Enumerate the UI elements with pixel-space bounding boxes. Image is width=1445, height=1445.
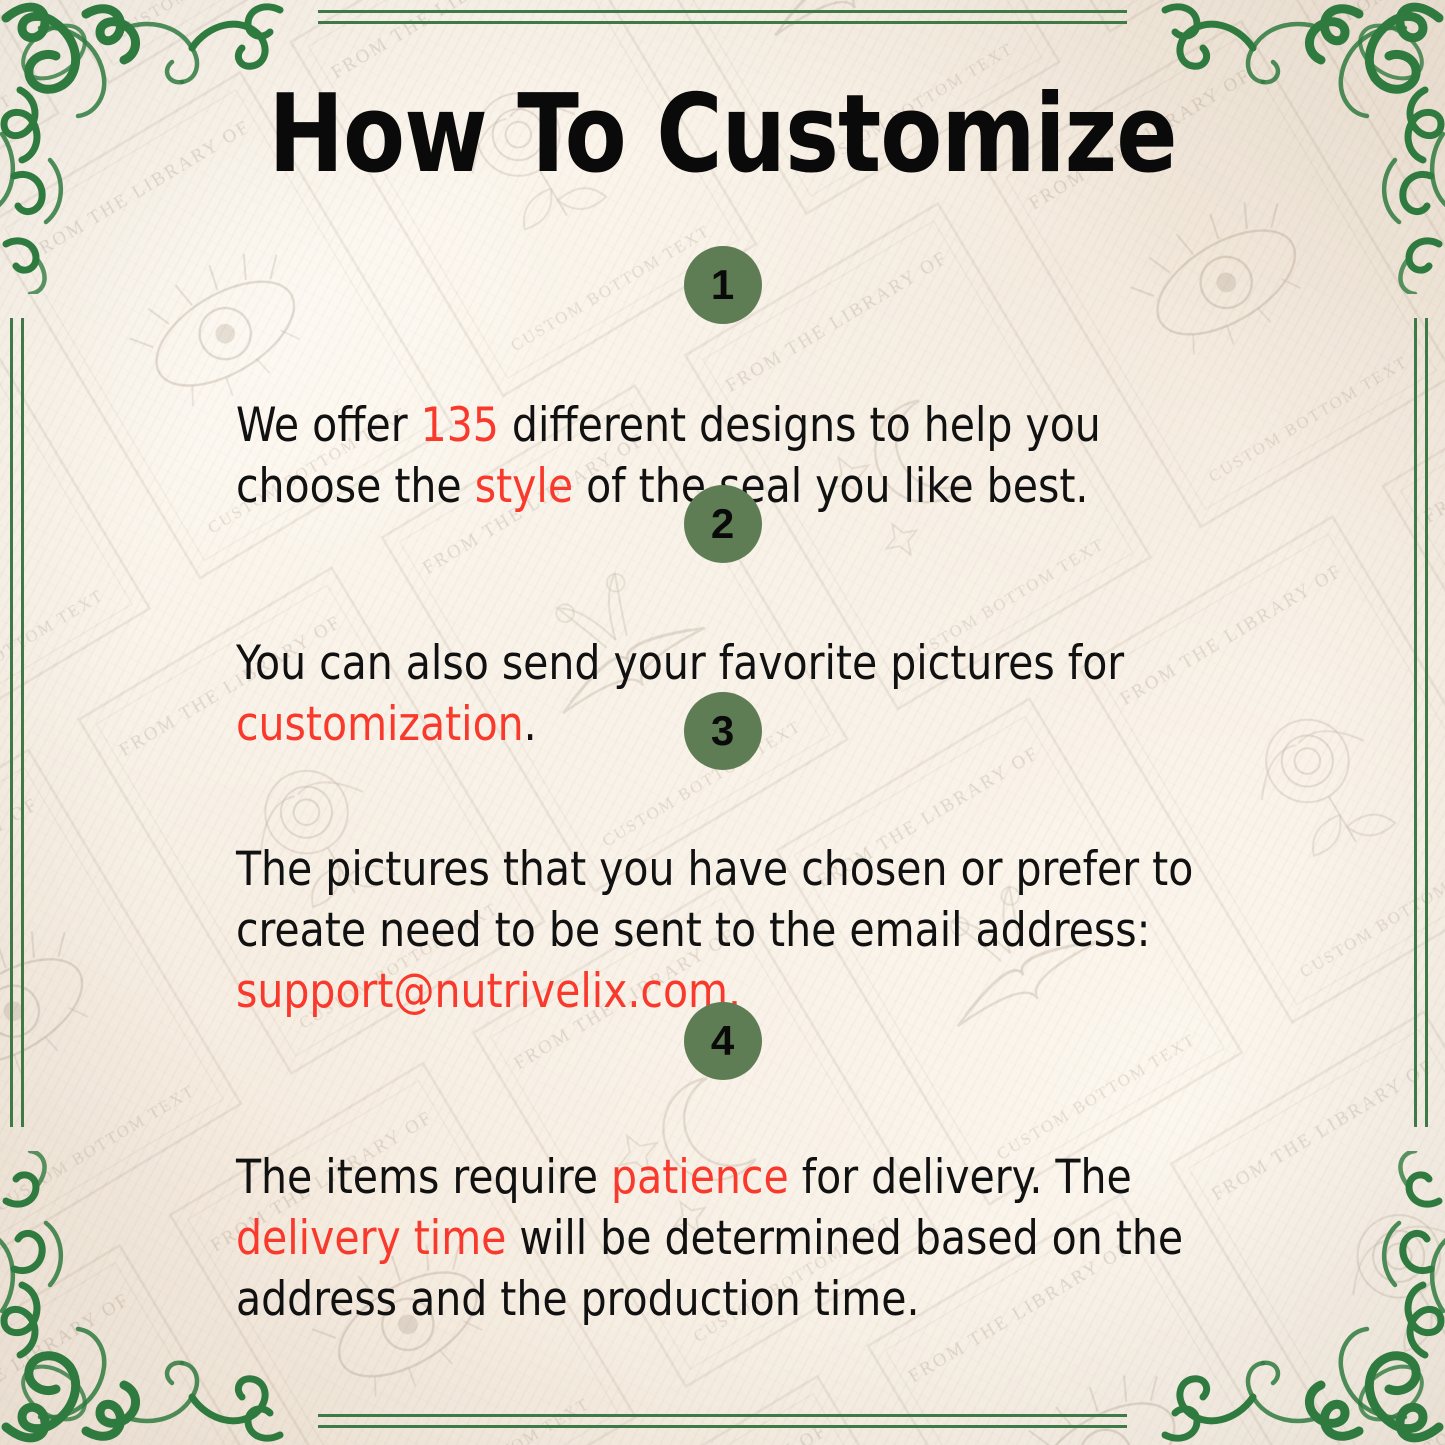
corner-flourish-bottom-left-icon — [0, 1151, 296, 1445]
highlighted-text: patience — [611, 1150, 789, 1205]
step-text-1: We offer 135 different designs to help y… — [236, 395, 1196, 517]
body-text: The items require — [236, 1150, 612, 1205]
body-text: You can also send your favorite pictures… — [236, 636, 1125, 691]
body-text: of the seal you like best. — [573, 459, 1089, 514]
highlighted-text: delivery time — [236, 1211, 507, 1266]
border-rule-bottom-outer — [318, 1414, 1127, 1417]
body-text: The pictures that you have chosen or pre… — [236, 842, 1194, 958]
step-badge-4: 4 — [683, 1002, 762, 1080]
highlighted-text: customization — [236, 697, 524, 752]
border-rule-top-outer — [318, 10, 1127, 13]
step-text-3: The pictures that you have chosen or pre… — [236, 839, 1196, 1022]
highlighted-text: support@nutrivelix.com. — [236, 964, 742, 1019]
corner-flourish-top-left-icon — [0, 0, 296, 294]
step-text-4: The items require patience for delivery.… — [236, 1147, 1196, 1330]
body-text: . — [523, 697, 537, 752]
step-badge-1: 1 — [683, 246, 762, 324]
highlighted-text: style — [474, 459, 574, 514]
body-text: different designs to help you choose the — [236, 398, 1101, 514]
border-rule-bottom-inner — [318, 1425, 1127, 1428]
corner-flourish-top-right-icon — [1149, 0, 1445, 294]
corner-flourish-bottom-right-icon — [1149, 1151, 1445, 1445]
border-rule-right-inner — [1414, 318, 1417, 1127]
page-title: How To Customize — [268, 72, 1177, 197]
body-text: We offer — [236, 398, 421, 453]
border-rule-right-outer — [1425, 318, 1428, 1127]
border-rule-left-outer — [10, 318, 13, 1127]
body-text: will be determined based on the address … — [236, 1211, 1184, 1327]
body-text: for delivery. The — [788, 1150, 1132, 1205]
border-rule-left-inner — [21, 318, 24, 1127]
step-badge-3: 3 — [683, 692, 762, 770]
step-badge-2: 2 — [683, 485, 762, 563]
border-rule-top-inner — [318, 21, 1127, 24]
step-text-2: You can also send your favorite pictures… — [236, 633, 1196, 755]
highlighted-text: 135 — [420, 398, 499, 453]
